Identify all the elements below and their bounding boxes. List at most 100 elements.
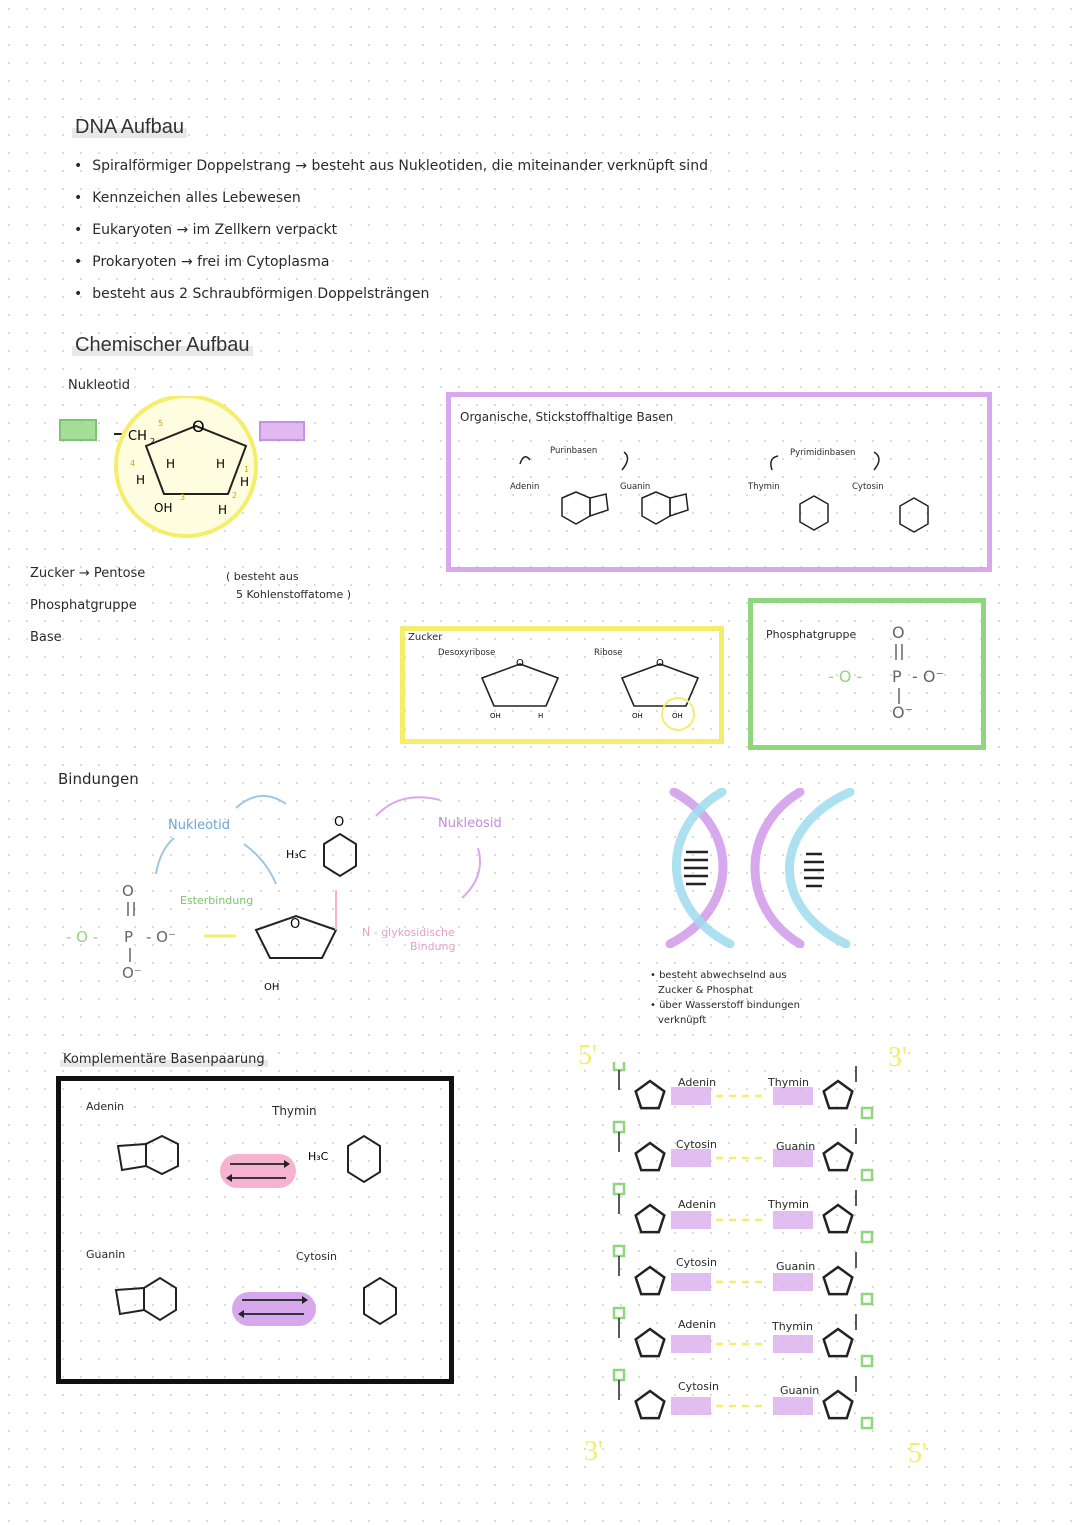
bullet-item: Prokaryoten → frei im Cytoplasma [74,246,708,278]
sugar-left-icon [634,1203,666,1234]
sugar-left-icon [634,1389,666,1420]
svg-text:H: H [218,503,227,517]
base-left-rect [671,1335,711,1353]
svg-text:H: H [216,457,225,471]
svg-text:O: O [334,815,344,830]
adenin-label: Adenin [510,482,540,492]
phosphate-right-icon [860,1230,874,1244]
phosphate-right-icon [860,1106,874,1120]
glykosidisch-label-2: Bindung [410,940,456,953]
strand-label-3-bottom: 3' [584,1436,604,1467]
cytosin-pair-ring-icon [363,1276,397,1326]
svg-text:P: P [124,928,133,946]
phosphate-right-icon [860,1292,874,1306]
guanin-ring-icon [641,491,671,525]
sugar-right-icon [822,1079,854,1110]
section-heading-chem: Chemischer Aufbau [72,334,253,357]
base-right-rect [773,1273,813,1291]
ribose-ring-icon [620,663,700,707]
svg-text:O⁻: O⁻ [892,703,913,722]
svg-text:O: O [122,882,134,900]
base-left-rect [671,1211,711,1229]
strand-row-right-label: Thymin [768,1198,809,1211]
phosphate-left-icon [612,1062,626,1072]
svg-text:O: O [656,658,664,669]
svg-text:- O -: - O - [66,928,98,946]
phosphate-left-icon [612,1182,626,1196]
phosphate-left-icon [612,1120,626,1134]
helix-note: Zucker & Phosphat [658,985,753,996]
svg-text:4: 4 [130,459,135,468]
bullet-item: Spiralförmiger Doppelstrang → besteht au… [74,150,708,182]
pair-adenin: Adenin [86,1100,125,1113]
ribose-label: Ribose [594,648,623,658]
svg-text:2: 2 [232,491,237,500]
pairing-heading: Komplementäre Basenpaarung [60,1052,268,1067]
svg-text:O: O [892,623,905,642]
svg-text:OH: OH [490,712,501,720]
strand-row-right-label: Thymin [768,1076,809,1089]
phosphate-right-icon [860,1354,874,1368]
thymin-pair-ring-icon [347,1134,381,1184]
pairing-box [56,1076,454,1384]
pair-thymin: Thymin [272,1104,317,1118]
purine-label: Purinbasen [550,446,598,456]
svg-text:- O -: - O - [828,667,862,686]
bases-box-title: Organische, Stickstoffhaltige Basen [460,410,674,424]
glykosidisch-label-1: N - glykosidische [362,926,455,939]
svg-text:P: P [892,667,902,686]
svg-text:H₃C: H₃C [308,1150,329,1163]
zucker-note-2: 5 Kohlenstoffatome ) [236,588,352,601]
base-right-rect [773,1087,813,1105]
phosphate-box-icon [59,419,97,441]
bullet-item: besteht aus 2 Schraubförmigen Doppelsträ… [74,278,708,310]
strand-row-right-label: Guanin [776,1260,816,1273]
base-left-rect [671,1397,711,1415]
phosphatgruppe-label: Phosphatgruppe [30,598,137,613]
strand-row-left-label: Adenin [678,1318,717,1331]
pair-cytosin: Cytosin [296,1250,337,1263]
strand-row-left-label: Cytosin [676,1138,717,1151]
sugar-left-icon [634,1141,666,1172]
cytosin-label: Cytosin [852,482,884,492]
thymin-label: Thymin [748,482,780,492]
svg-text:O: O [290,917,300,932]
strand-row-right-label: Guanin [776,1140,816,1153]
helix-strand-b [672,788,735,948]
base-right-rect [773,1335,813,1353]
phosphate-box [748,598,986,750]
phosphate-left-icon [612,1306,626,1320]
bindungen-nukleosid: Nukleosid [438,816,502,831]
cytosin-ring-icon [899,497,929,533]
svg-text:CH: CH [128,429,147,444]
dna-bullet-list: Spiralförmiger Doppelstrang → besteht au… [74,150,708,310]
bindungen-nukleotid: Nukleotid [168,818,231,833]
strand-row-left-label: Adenin [678,1198,717,1211]
svg-text:H: H [240,475,249,489]
bullet-item: Eukaryoten → im Zellkern verpackt [74,214,708,246]
svg-text:1: 1 [244,465,249,474]
sugar-right-icon [822,1141,854,1172]
strand-label-5-top: 5' [578,1040,598,1071]
phosphate-right-icon [860,1168,874,1182]
strand-label-3-top: 3' [888,1042,908,1073]
page-title: DNA Aufbau [72,116,187,139]
svg-text:O: O [516,658,524,669]
sugar-right-icon [822,1203,854,1234]
nukleotid-label: Nukleotid [68,378,131,393]
helix-notes: • besteht abwechselnd aus Zucker & Phosp… [650,968,800,1028]
sugar-left-icon [634,1327,666,1358]
svg-text:2: 2 [150,437,155,446]
strand-row-left-label: Adenin [678,1076,717,1089]
svg-text:O: O [192,417,205,436]
svg-text:5: 5 [158,419,163,428]
sugar-left-icon [634,1079,666,1110]
phosphate-left-icon [612,1244,626,1258]
esterbindung-label: Esterbindung [180,894,254,907]
zucker-pentose: Zucker → Pentose [30,566,146,581]
sugar-ring-icon [254,914,338,959]
sugar-left-icon [634,1265,666,1296]
zucker-note-1: ( besteht aus [226,570,299,583]
strand-row-right-label: Thymin [772,1320,813,1333]
